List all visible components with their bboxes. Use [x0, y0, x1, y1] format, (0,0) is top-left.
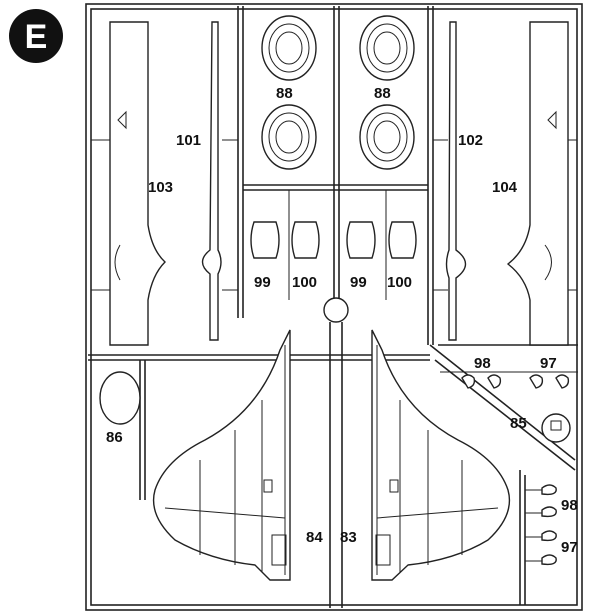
part-88-wheel-top-right — [359, 15, 415, 81]
sprue-letter: E — [25, 18, 48, 56]
part-98-97-small-lower — [525, 484, 557, 566]
part-85-disc: 85 — [510, 413, 571, 443]
part-label-99-left: 99 — [254, 274, 271, 291]
part-label-97-upper: 97 — [540, 355, 557, 372]
part-label-85: 85 — [510, 415, 527, 432]
part-label-83: 83 — [340, 529, 357, 546]
sprue-letter-badge: E — [9, 9, 63, 63]
part-label-100-left: 100 — [292, 274, 317, 291]
part-label-104: 104 — [492, 179, 518, 196]
part-label-88-right: 88 — [374, 85, 391, 102]
part-label-97-lower: 97 — [561, 539, 578, 556]
part-label-98-lower: 98 — [561, 497, 578, 514]
part-83-wing-right: 83 — [340, 329, 511, 581]
part-88-wheel-top-left — [261, 15, 317, 81]
part-84-wing-left: 84 — [152, 329, 323, 581]
part-102-strut: 102 — [445, 21, 483, 341]
part-label-86: 86 — [106, 429, 123, 446]
part-label-102: 102 — [458, 132, 483, 149]
part-label-98-upper: 98 — [474, 355, 491, 372]
part-label-100-right: 100 — [387, 274, 412, 291]
part-label-101: 101 — [176, 132, 201, 149]
part-label-88-left: 88 — [276, 85, 293, 102]
part-86-window: 86 — [99, 371, 141, 446]
part-88-wheel-bottom-left — [261, 104, 317, 170]
part-label-99-right: 99 — [350, 274, 367, 291]
part-103-pylon: 103 — [109, 21, 173, 346]
part-label-84: 84 — [306, 529, 323, 546]
part-label-103: 103 — [148, 179, 173, 196]
part-101-strut: 101 — [176, 21, 222, 341]
part-104-pylon: 104 — [492, 21, 569, 346]
part-98-97-small-upper — [440, 371, 578, 389]
part-88-wheel-bottom-right — [359, 104, 415, 170]
part-99-100-grid — [250, 190, 417, 300]
